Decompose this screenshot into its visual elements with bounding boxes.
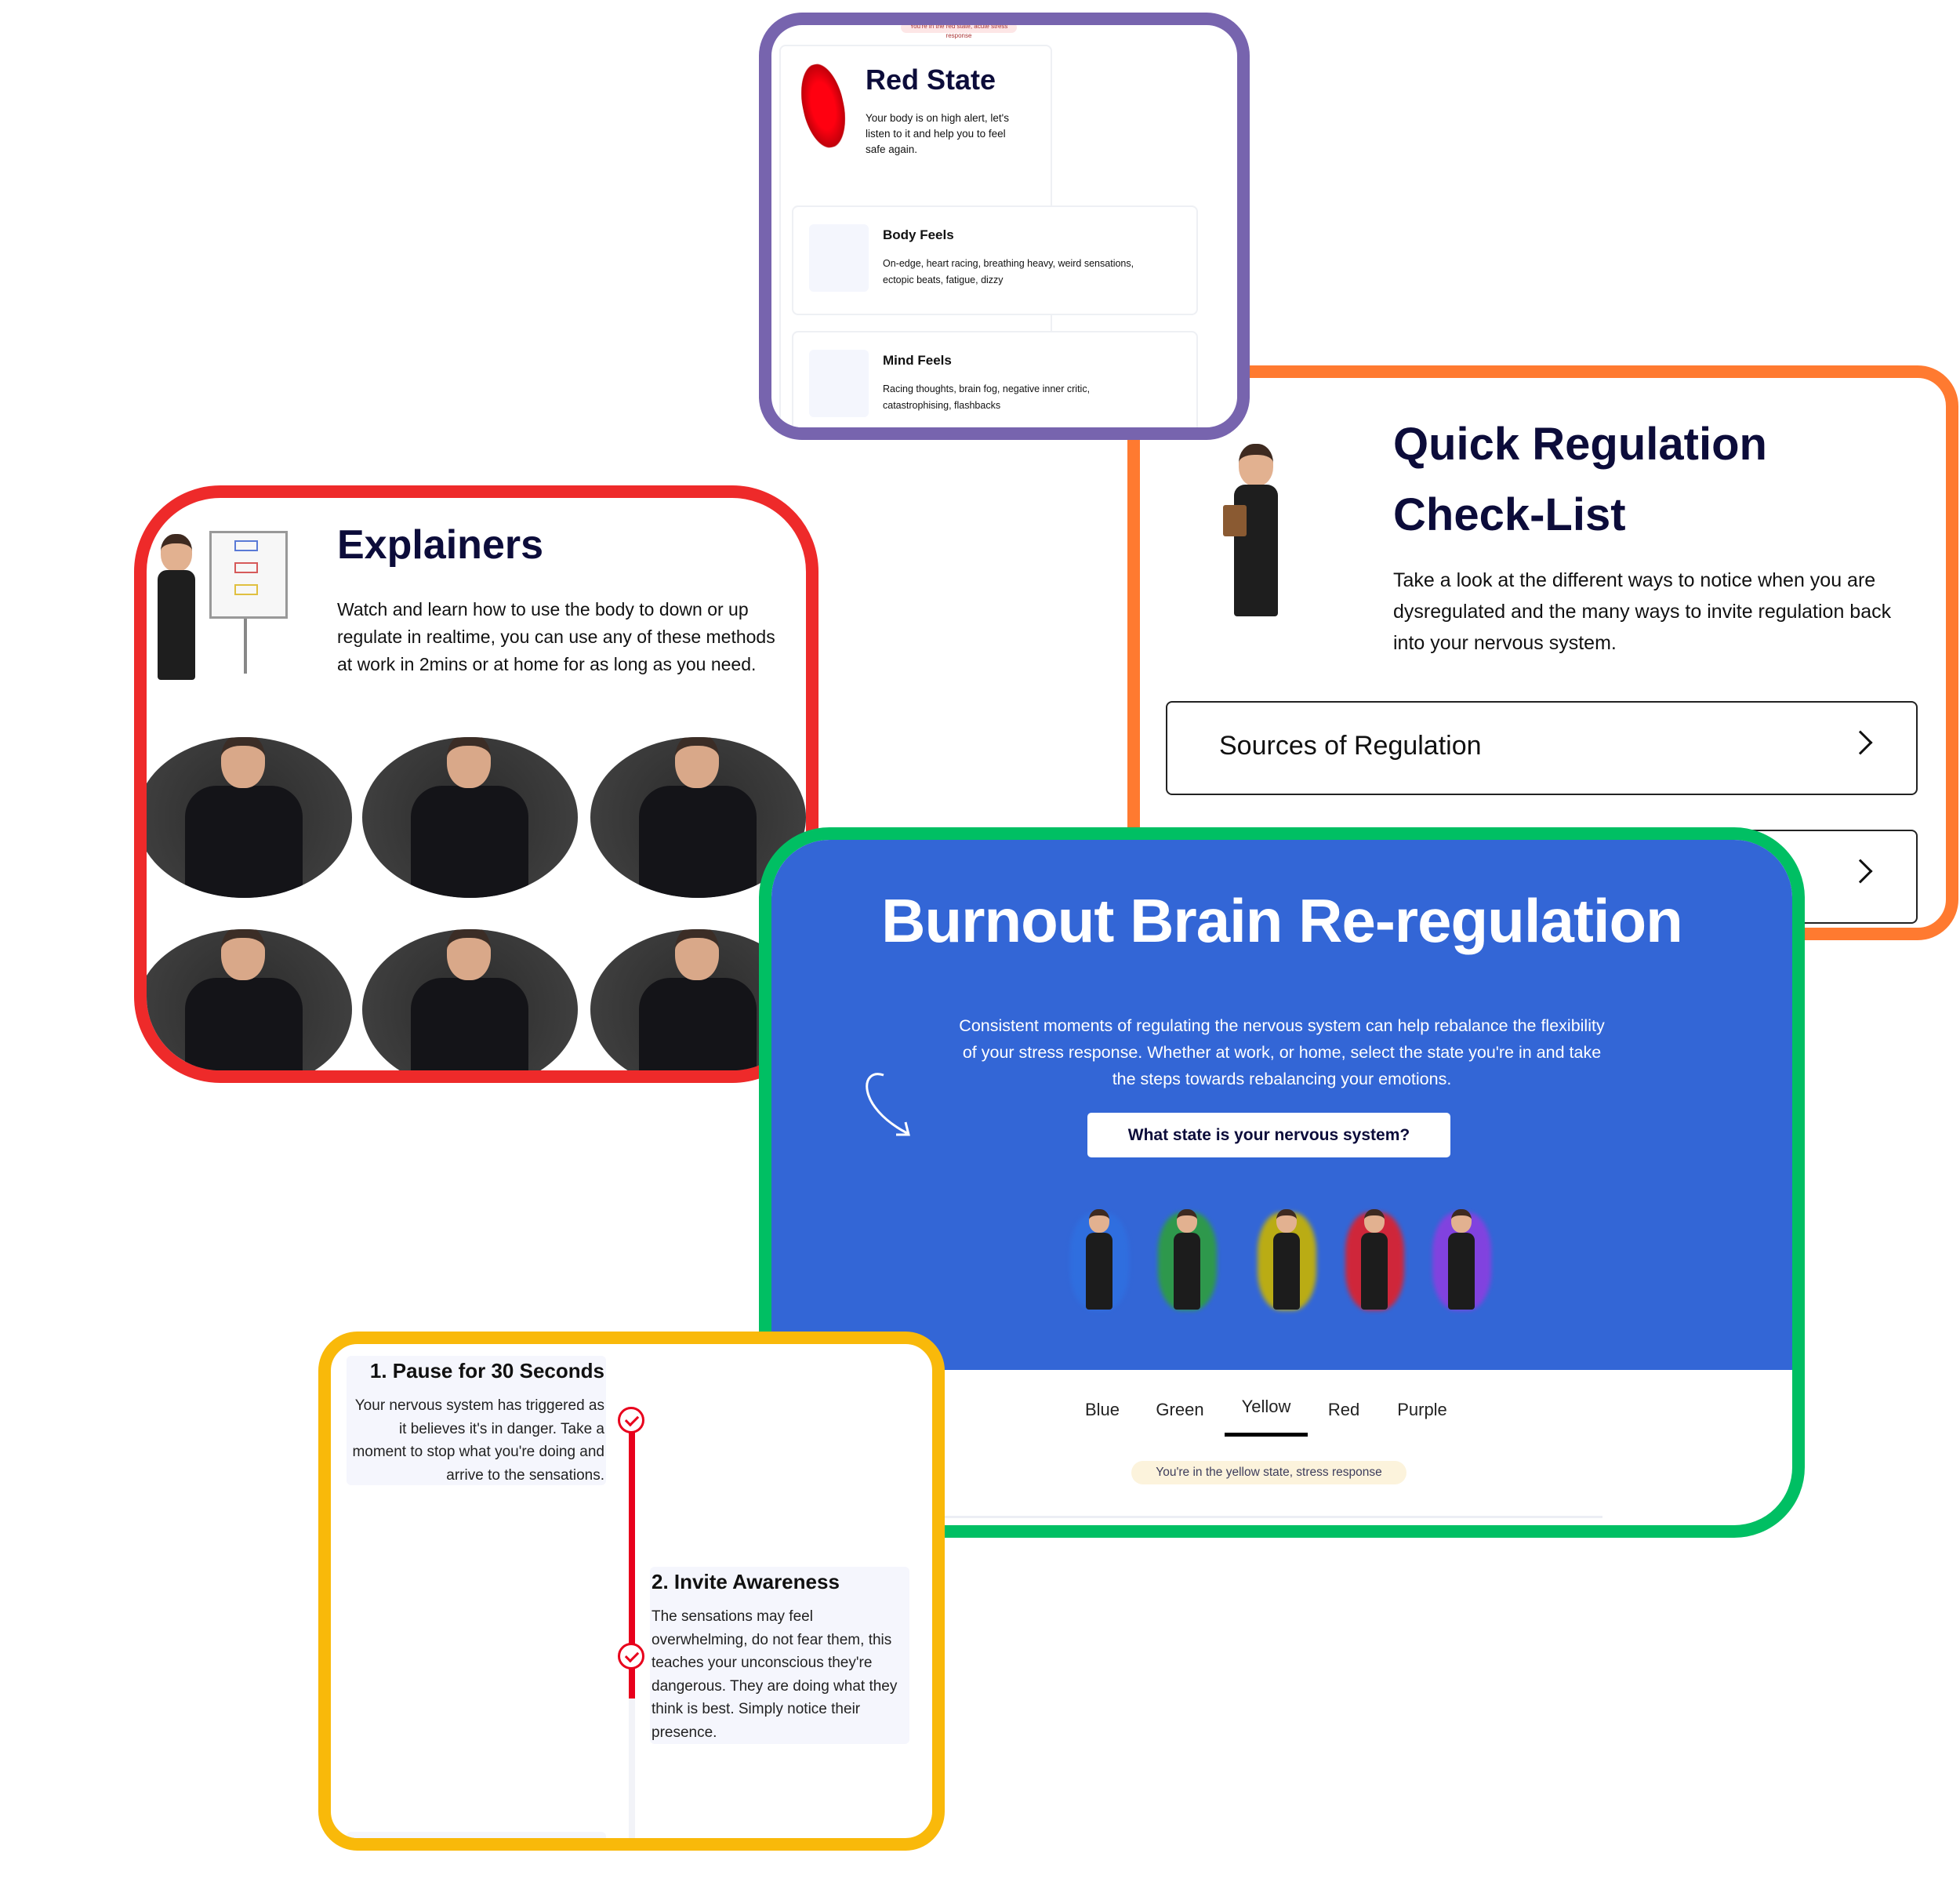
timeline-progress xyxy=(629,1419,635,1699)
chevron-right-icon xyxy=(1848,730,1873,755)
timeline-track xyxy=(629,1699,635,1838)
state-card: Red State Your body is on high alert, le… xyxy=(779,45,1052,427)
yellow-state-character[interactable] xyxy=(1250,1206,1324,1313)
tab-blue[interactable]: Blue xyxy=(1084,1400,1120,1419)
purple-state-character[interactable] xyxy=(1425,1206,1499,1313)
check-circle-icon xyxy=(618,1643,644,1669)
sources-of-regulation-button[interactable]: Sources of Regulation xyxy=(1166,701,1918,795)
state-pill: You're in the yellow state, stress respo… xyxy=(1131,1461,1406,1484)
divider xyxy=(850,1516,1602,1518)
tab-green[interactable]: Green xyxy=(1156,1400,1204,1419)
exercise-video-2[interactable] xyxy=(362,737,578,898)
checklist-title: Quick Regulation Check-List xyxy=(1393,419,1767,540)
green-state-character[interactable] xyxy=(1150,1206,1225,1313)
curved-arrow-icon xyxy=(866,1073,910,1136)
blue-state-character[interactable] xyxy=(1062,1206,1137,1313)
anxious-character-icon xyxy=(809,224,869,292)
exercise-video-1[interactable] xyxy=(147,737,352,898)
body-feels-title: Body Feels xyxy=(883,227,954,242)
body-feels-text: On-edge, heart racing, breathing heavy, … xyxy=(883,258,1134,285)
step-2: 2. Invite Awareness The sensations may f… xyxy=(650,1567,909,1744)
whiteboard-character-icon xyxy=(156,531,289,684)
state-description: Your body is on high alert, let's listen… xyxy=(866,112,1009,155)
state-pill: You're in the red state, acute stress re… xyxy=(901,25,1017,39)
clipboard-character-icon xyxy=(1218,444,1294,619)
state-cta-button[interactable]: What state is your nervous system? xyxy=(1087,1113,1450,1157)
burnout-panel: Burnout Brain Re-regulation Consistent m… xyxy=(759,827,1805,1538)
checklist-description: Take a look at the different ways to not… xyxy=(1393,569,1892,654)
explainers-title: Explainers xyxy=(337,522,544,568)
confused-character-icon xyxy=(809,350,869,417)
steps-panel: 1. Pause for 30 Seconds Your nervous sys… xyxy=(318,1332,945,1851)
step-3: 3. Allow Emotions to Move xyxy=(347,1832,606,1838)
hero-description: Consistent moments of regulating the ner… xyxy=(959,1016,1605,1088)
hero-title: Burnout Brain Re-regulation xyxy=(881,886,1683,955)
red-brush-icon xyxy=(794,60,852,152)
red-state-panel: You're in the red state, acute stress re… xyxy=(759,13,1250,440)
state-title: Red State xyxy=(866,64,996,96)
exercise-video-5[interactable] xyxy=(362,929,578,1070)
red-state-character[interactable] xyxy=(1338,1206,1412,1313)
explainers-description: Watch and learn how to use the body to d… xyxy=(337,599,775,674)
chevron-right-icon xyxy=(1848,859,1873,884)
mind-feels-title: Mind Feels xyxy=(883,353,952,368)
tab-purple[interactable]: Purple xyxy=(1397,1400,1447,1419)
body-feels-card[interactable]: Body Feels On-edge, heart racing, breath… xyxy=(792,205,1198,315)
explainers-panel: Explainers Watch and learn how to use th… xyxy=(134,485,818,1083)
step-1: 1. Pause for 30 Seconds Your nervous sys… xyxy=(347,1356,606,1485)
check-circle-icon xyxy=(618,1407,644,1433)
active-tab-indicator xyxy=(1225,1433,1308,1437)
mind-feels-text: Racing thoughts, brain fog, negative inn… xyxy=(883,383,1091,411)
exercise-video-4[interactable] xyxy=(147,929,352,1070)
tab-yellow[interactable]: Yellow xyxy=(1241,1397,1291,1416)
exercise-video-3[interactable] xyxy=(590,737,806,898)
tab-red[interactable]: Red xyxy=(1327,1400,1360,1419)
mind-feels-card[interactable]: Mind Feels Racing thoughts, brain fog, n… xyxy=(792,331,1198,427)
